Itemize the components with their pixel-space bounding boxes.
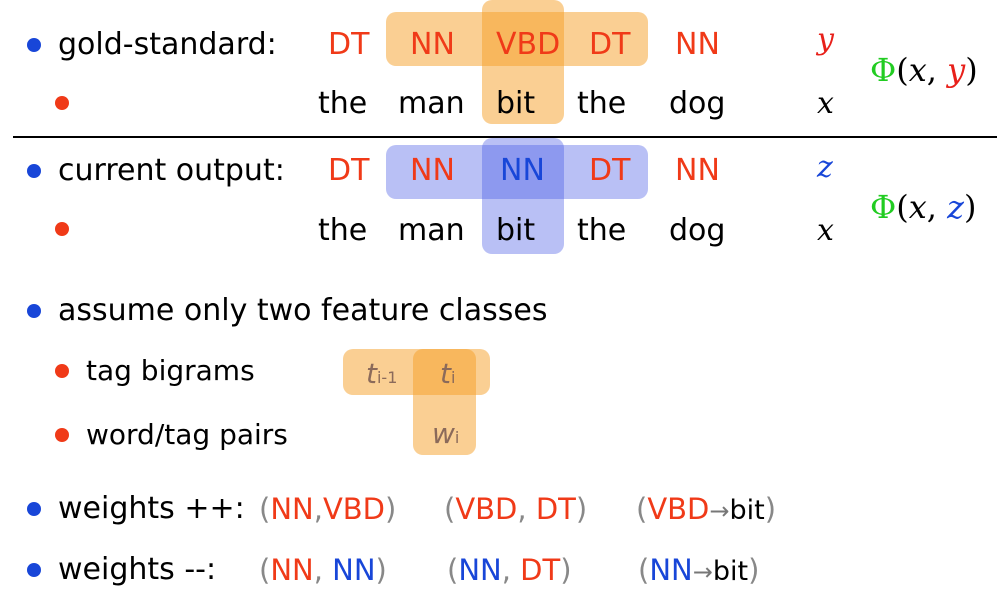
current-word-1: the [318,213,368,248]
feature-w-cur: wi [432,417,460,450]
current-word-2: man [398,213,465,248]
phi-gold: Φ(x, y) [870,51,978,89]
bullet [55,96,69,110]
gold-tag-5: NN [675,27,720,62]
current-tag-4: DT [589,153,631,188]
current-word-3: bit [496,213,536,248]
weights-plus-label: weights ++: [58,491,245,526]
gold-tag-4: DT [589,27,631,62]
gold-label: gold-standard: [58,27,277,62]
gold-tag-1: DT [328,27,370,62]
weights-minus-label: weights --: [58,552,217,587]
gold-word-3: bit [496,86,536,121]
current-bigram-highlight [386,145,648,199]
weights-plus-pair-3: (VBD→bit) [636,492,777,526]
current-tag-1: DT [328,153,370,188]
bullet [27,164,41,178]
gold-word-5: dog [669,86,726,121]
gold-word-1: the [318,86,368,121]
assume-text: assume only two feature classes [58,293,548,328]
bullet [55,222,69,236]
bullet [27,38,41,52]
gold-tag-3: VBD [496,27,561,62]
current-tag-5: NN [675,153,720,188]
feature-t-prev: ti-1 [366,357,398,390]
divider [13,136,997,138]
current-word-tag-highlight [482,138,564,254]
weights-minus-pair-2: (NN, DT) [447,553,572,587]
arrow-icon: → [709,497,730,525]
weights-minus-pair-3: (NN→bit) [638,553,760,587]
feature-t-cur: ti [440,357,456,390]
bullet [55,428,69,442]
current-var-x: x [817,213,834,248]
weights-plus-pair-2: (VBD, DT) [444,492,588,526]
arrow-icon: → [692,558,713,586]
bullet [55,364,69,378]
current-tag-2: NN [410,153,455,188]
current-word-5: dog [669,213,726,248]
weights-minus-pair-1: (NN, NN) [259,553,387,587]
feature-word-tag-highlight [413,349,476,455]
bullet [27,563,41,577]
bullet [27,502,41,516]
gold-tag-2: NN [410,27,455,62]
gold-word-2: man [398,86,465,121]
current-var-z: z [817,150,833,185]
current-tag-3: NN [500,153,545,188]
gold-var-y: y [817,22,834,57]
gold-word-4: the [577,86,627,121]
phi-current: Φ(x, z) [870,188,977,226]
current-label: current output: [58,153,285,188]
weights-plus-pair-1: (NN,VBD) [259,492,397,526]
gold-word-tag-highlight [482,0,564,124]
bullet [27,304,41,318]
word-tag-pairs-label: word/tag pairs [86,418,288,451]
tag-bigrams-label: tag bigrams [86,354,255,387]
gold-var-x: x [817,86,834,121]
current-word-4: the [577,213,627,248]
